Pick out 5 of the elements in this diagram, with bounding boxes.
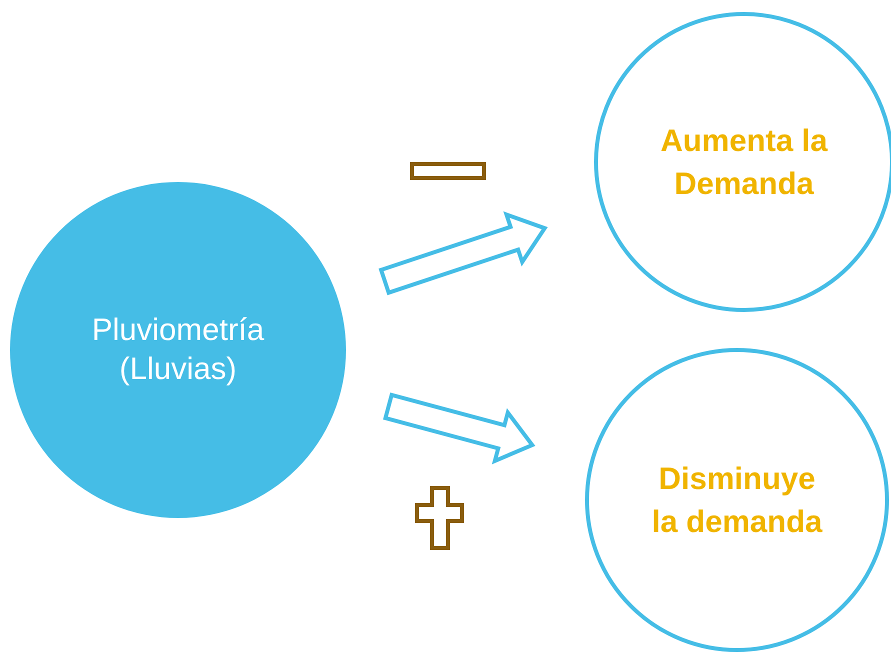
block-arrow [378,211,548,296]
circle-label: Pluviometría (Lluvias) [90,311,266,388]
block-arrow [383,392,536,464]
circle-label: Disminuye la demanda [650,460,824,541]
circle-label: Aumenta la Demanda [659,122,829,203]
